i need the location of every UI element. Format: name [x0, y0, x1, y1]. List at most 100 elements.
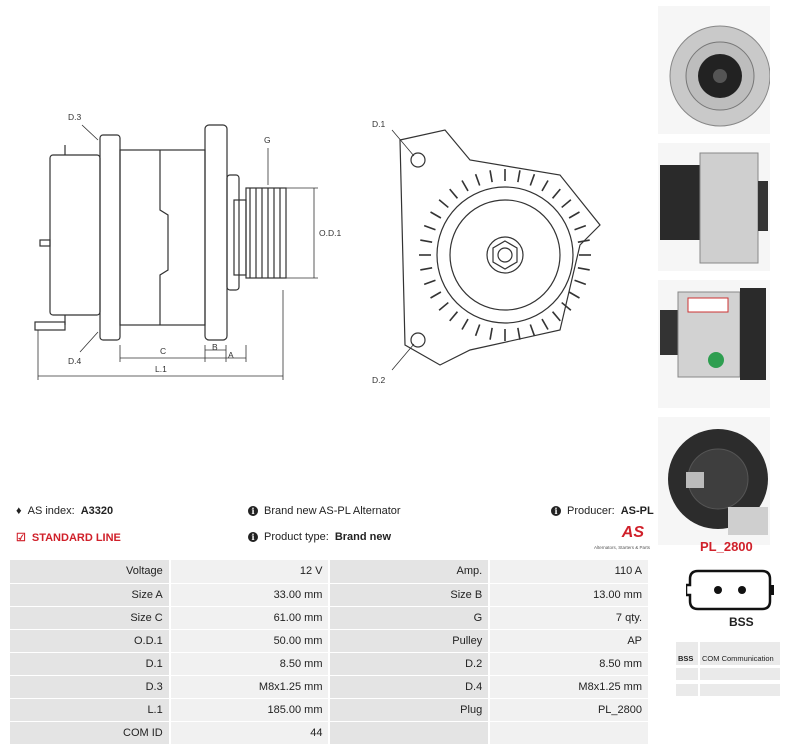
- spec-value: 13.00 mm: [489, 583, 650, 607]
- pin-row: BSS COM Communication: [676, 653, 780, 665]
- cooling-fin: [529, 173, 536, 186]
- spec-label: Voltage: [10, 560, 171, 584]
- cooling-fin: [430, 291, 442, 299]
- cooling-fin: [551, 188, 561, 199]
- spec-label: O.D.1: [10, 629, 171, 653]
- spec-value: 8.50 mm: [169, 652, 331, 676]
- photo-rear[interactable]: [658, 417, 770, 545]
- cooling-fin: [430, 211, 442, 219]
- producer-info: i Producer: AS-PL: [551, 505, 654, 517]
- label-d4: D.4: [68, 356, 82, 366]
- label-g: G: [264, 135, 271, 145]
- as-logo: AS Alternators, Starters & Parts: [586, 524, 650, 554]
- photo-side[interactable]: [658, 143, 770, 271]
- spec-label: D.2: [329, 652, 491, 676]
- cooling-fin: [489, 170, 493, 183]
- cooling-fin: [517, 327, 521, 340]
- technical-drawing: D.3 G O.D.1 D.4 C B A L.1 D.1 D.2: [34, 112, 601, 385]
- cooling-fin: [423, 224, 436, 231]
- cooling-fin: [561, 199, 572, 209]
- label-d2: D.2: [372, 375, 386, 385]
- pin-key: BSS: [676, 653, 698, 665]
- spec-value: 8.50 mm: [489, 652, 650, 676]
- label-d1: D.1: [372, 119, 386, 129]
- cooling-fin: [420, 267, 433, 271]
- pin-row-empty: [676, 668, 780, 680]
- spec-value: M8x1.25 mm: [169, 675, 331, 699]
- info-icon: i: [551, 506, 561, 516]
- checkbox-icon: ☑: [16, 532, 26, 544]
- spec-label: D.3: [10, 675, 171, 699]
- cooling-fin: [541, 180, 549, 192]
- cooling-fin: [574, 224, 587, 231]
- tag-icon: ♦: [16, 505, 22, 517]
- spec-label: COM ID: [10, 721, 171, 745]
- photo-label[interactable]: [658, 280, 770, 408]
- spec-value: [489, 721, 650, 745]
- cooling-fin: [423, 279, 436, 286]
- spec-value: 110 A: [489, 560, 650, 584]
- as-index-label: AS index:: [27, 505, 75, 517]
- cooling-fin: [568, 211, 580, 219]
- cooling-fin: [461, 318, 469, 330]
- producer-value: AS-PL: [620, 505, 654, 517]
- standard-line: ☑ STANDARD LINE: [16, 531, 121, 545]
- spec-label: Size A: [10, 583, 171, 607]
- spec-value: 50.00 mm: [169, 629, 331, 653]
- producer-label: Producer:: [567, 505, 615, 517]
- cooling-fin: [474, 324, 481, 337]
- as-logo-mark: AS: [621, 524, 644, 541]
- product-type: i Product type: Brand new: [248, 531, 391, 543]
- cooling-fin: [551, 311, 561, 322]
- photo-front[interactable]: [658, 6, 771, 134]
- pin-row-empty: [676, 642, 780, 654]
- as-index: ♦ AS index: A3320: [16, 505, 113, 517]
- spec-label: [329, 721, 491, 745]
- cooling-fin: [568, 291, 580, 299]
- product-photos: [658, 6, 778, 554]
- label-b: B: [212, 342, 218, 352]
- plug-title: PL_2800: [700, 539, 753, 554]
- cooling-fin: [489, 327, 493, 340]
- spec-value: AP: [489, 629, 650, 653]
- label-od1: O.D.1: [319, 228, 341, 238]
- spec-value: 44: [169, 721, 331, 745]
- cooling-fin: [461, 180, 469, 192]
- label-c: C: [160, 346, 166, 356]
- spec-label: Plug: [329, 698, 491, 722]
- cooling-fin: [474, 173, 481, 186]
- brand-text: Brand new AS-PL Alternator: [264, 505, 401, 517]
- product-type-label: Product type:: [264, 531, 329, 543]
- pin-row-empty: [676, 684, 780, 696]
- spec-label: Amp.: [329, 560, 491, 584]
- spec-value: 33.00 mm: [169, 583, 331, 607]
- as-index-value: A3320: [80, 505, 114, 517]
- cooling-fin: [420, 239, 433, 243]
- spec-label: G: [329, 606, 491, 630]
- cooling-fin: [438, 301, 449, 311]
- spec-label: Size C: [10, 606, 171, 630]
- cooling-fin: [438, 199, 449, 209]
- plug-name: BSS: [729, 615, 754, 629]
- cooling-fin: [449, 188, 459, 199]
- cooling-fin: [517, 170, 521, 183]
- info-icon: i: [248, 506, 258, 516]
- spec-label: Pulley: [329, 629, 491, 653]
- product-type-value: Brand new: [334, 531, 392, 543]
- plug-connector-icon: [686, 569, 774, 611]
- pin-value: COM Communication: [700, 653, 780, 665]
- as-logo-tagline: Alternators, Starters & Parts: [593, 545, 650, 550]
- cooling-fin: [529, 324, 536, 337]
- cooling-fin: [541, 318, 549, 330]
- cooling-fin: [561, 301, 572, 311]
- cooling-fin: [449, 311, 459, 322]
- info-icon: i: [248, 532, 258, 542]
- cooling-fin: [574, 279, 587, 286]
